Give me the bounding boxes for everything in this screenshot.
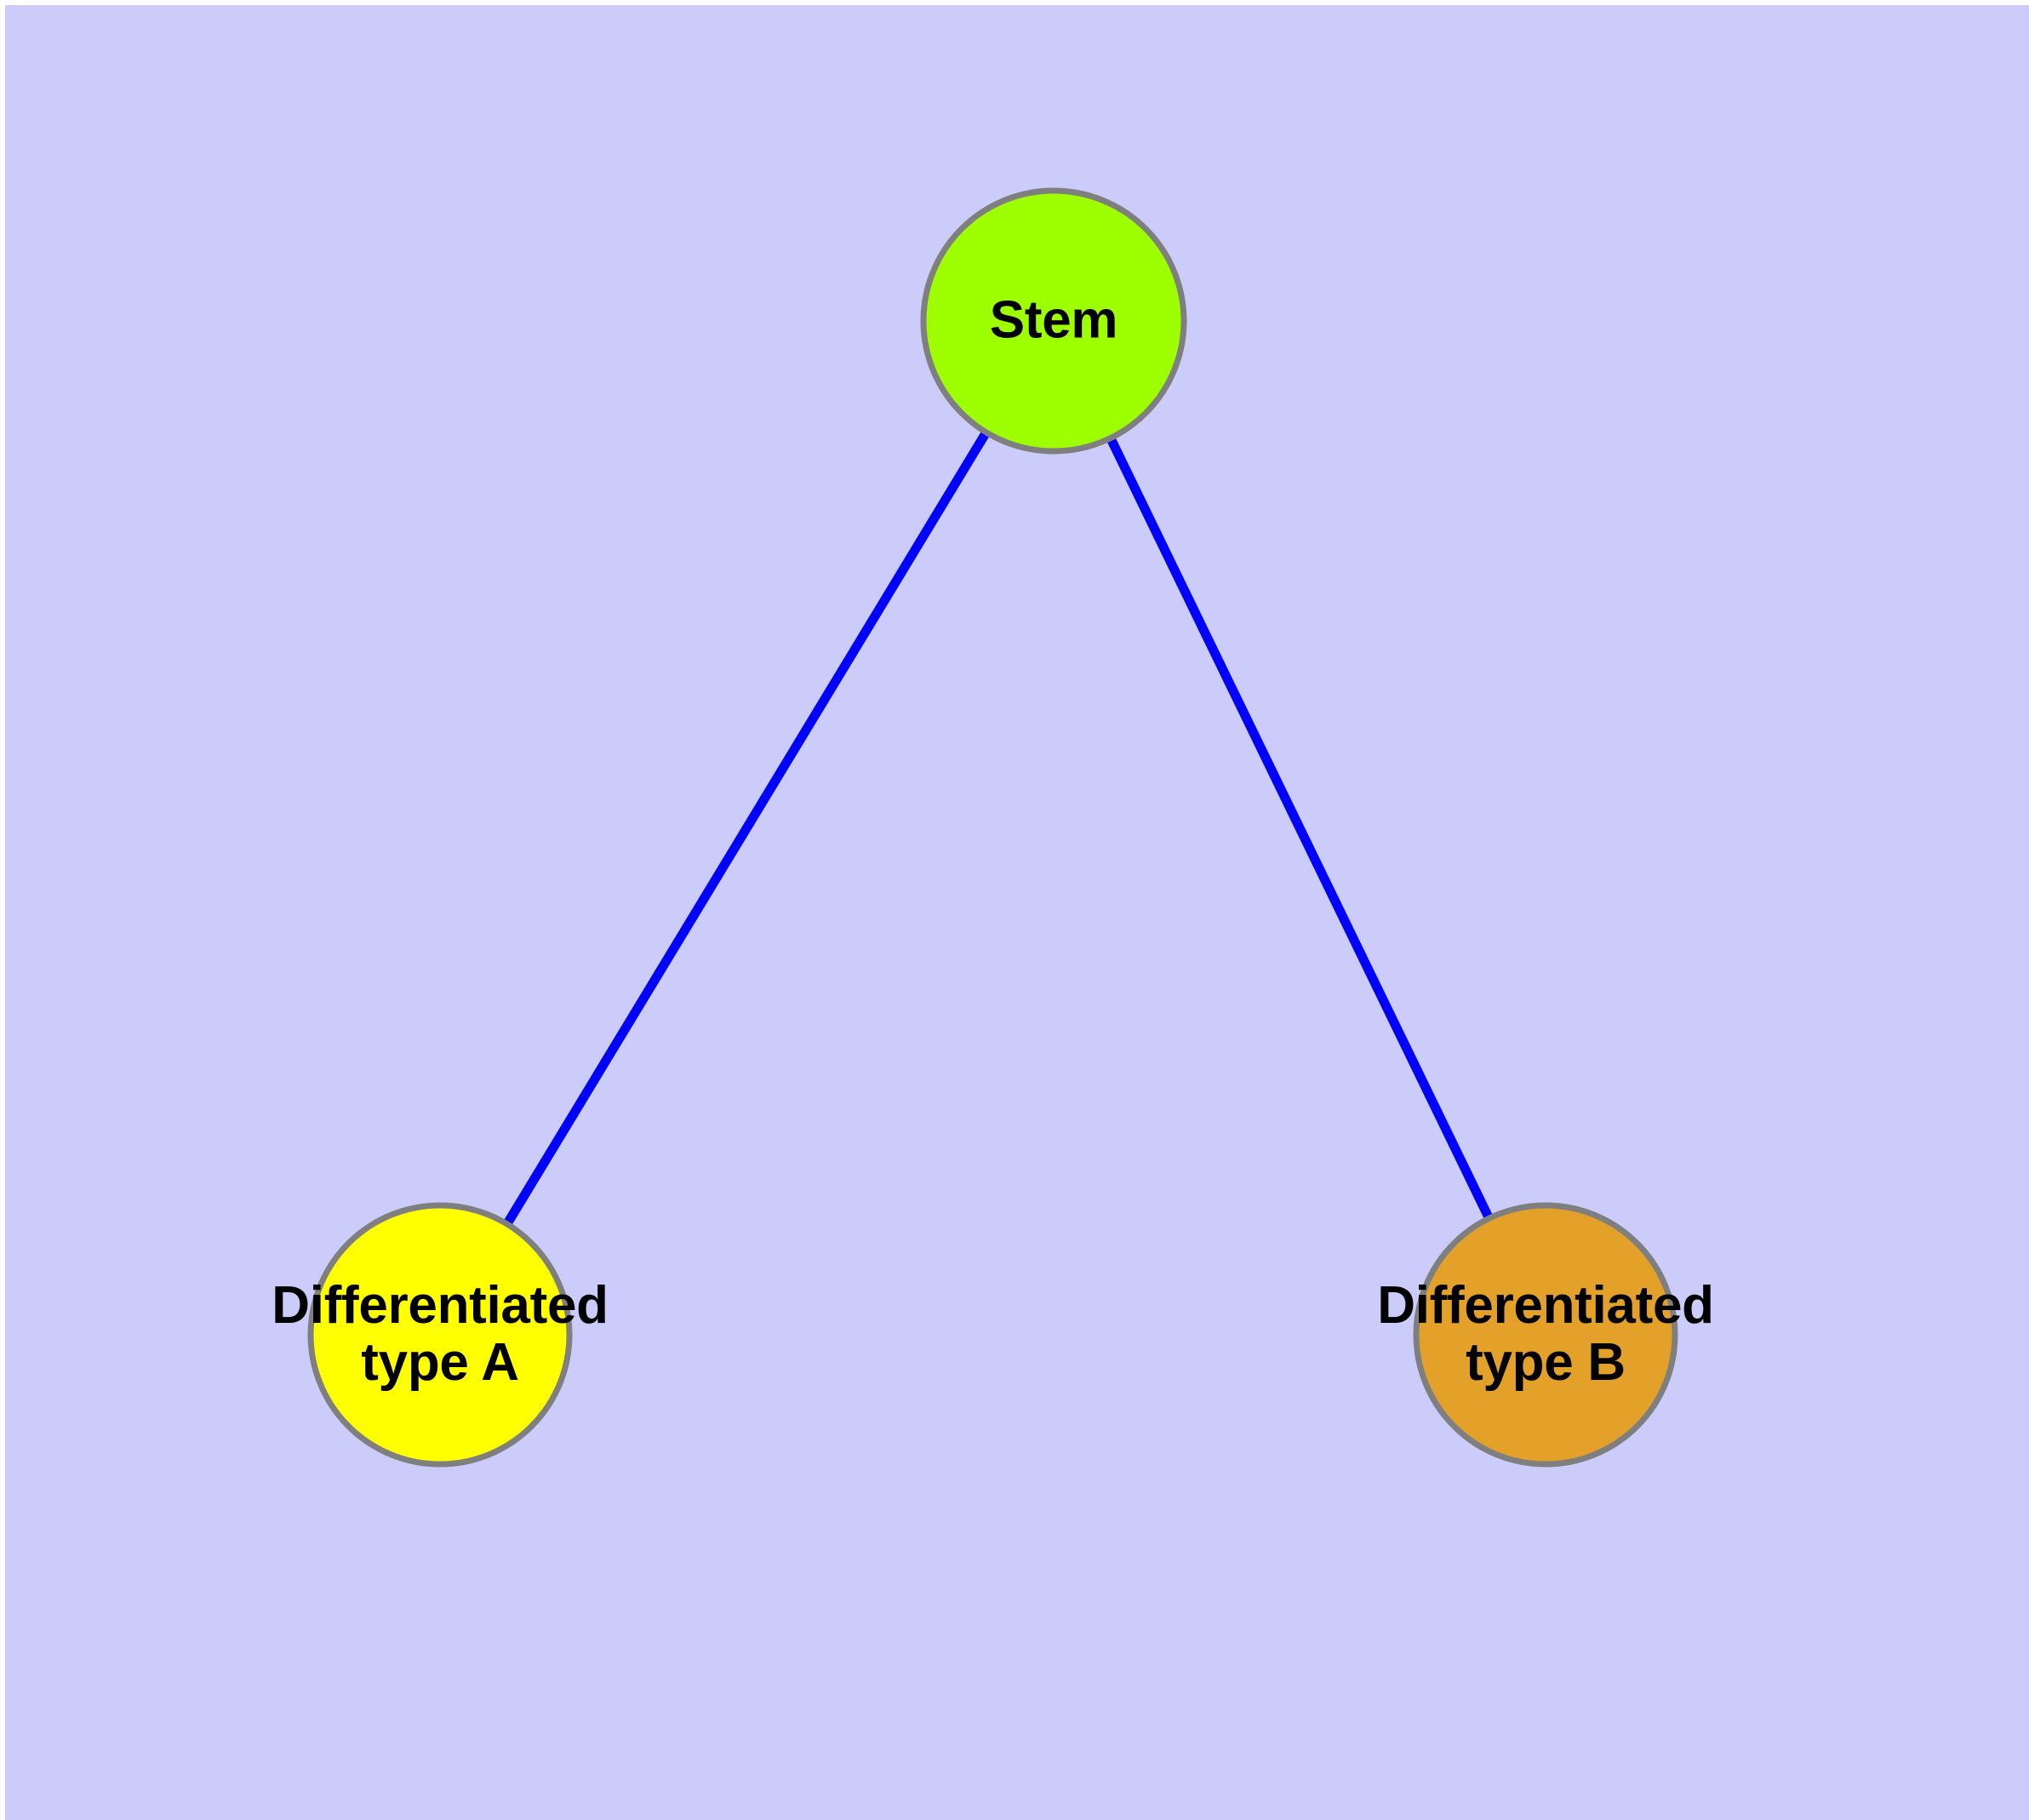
graph-node-diff_b[interactable] [1413, 1202, 1678, 1468]
graph-node-stem[interactable] [920, 187, 1187, 455]
node-label-line: Stem [989, 290, 1118, 350]
node-label-line: type B [1466, 1333, 1626, 1392]
graph-node-diff_a[interactable] [307, 1202, 573, 1468]
node-label-line: Differentiated [1377, 1276, 1714, 1336]
node-label-line: type A [361, 1333, 519, 1392]
graph-edge-stem-to-a[interactable] [504, 431, 990, 1226]
node-layer [307, 187, 1678, 1468]
graph-edge-stem-to-b[interactable] [1106, 438, 1493, 1219]
node-label-stem: Stem [989, 290, 1118, 350]
edge-layer [504, 431, 1493, 1226]
node-label-line: Differentiated [271, 1276, 609, 1336]
